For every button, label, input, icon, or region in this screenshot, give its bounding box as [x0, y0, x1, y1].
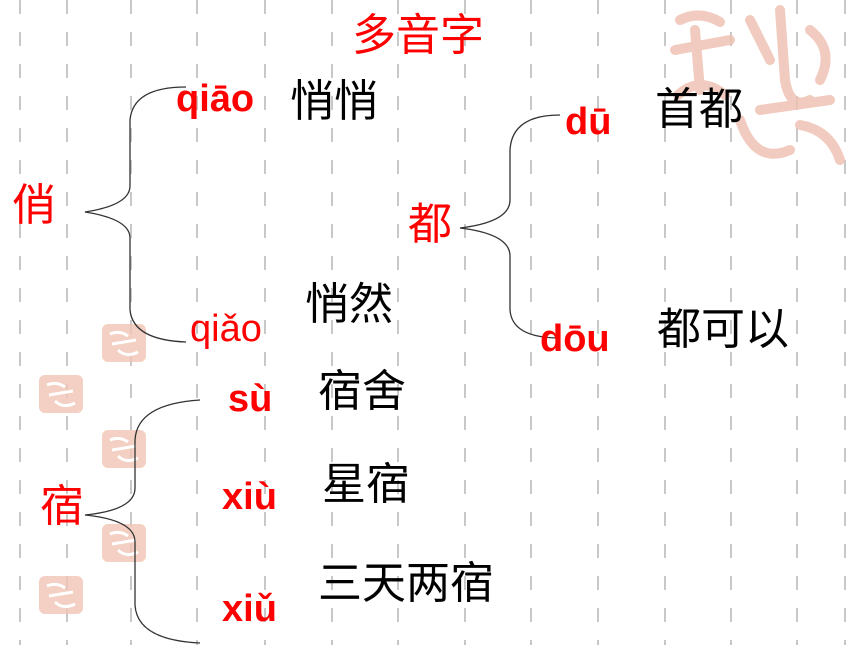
word-su-1: 宿舍 — [318, 366, 406, 417]
pinyin-qiao-2: qiǎo — [190, 308, 262, 350]
word-qiao-2: 悄然 — [305, 279, 393, 330]
pinyin-su-2: xiù — [222, 476, 277, 518]
seal-stamp-icon — [102, 324, 146, 362]
word-du-2: 都可以 — [657, 304, 789, 355]
pinyin-du-2: dōu — [540, 318, 610, 360]
word-du-1: 首都 — [655, 84, 743, 135]
auspicious-seal-watermark — [670, 5, 845, 165]
pinyin-su-3: xiǔ — [222, 588, 277, 630]
pinyin-qiao-1: qiāo — [176, 78, 255, 120]
page-title: 多音字 — [352, 10, 484, 61]
word-qiao-1: 悄悄 — [290, 76, 378, 127]
word-su-3: 三天两宿 — [318, 558, 494, 609]
pinyin-du-1: dū — [565, 101, 612, 143]
main-char-du: 都 — [408, 199, 452, 250]
main-char-su: 宿 — [40, 481, 84, 532]
seal-stamp-icon — [39, 576, 83, 614]
main-char-qiao: 俏 — [12, 180, 56, 231]
word-su-2: 星宿 — [322, 459, 410, 510]
seal-stamp-icon — [39, 375, 83, 413]
brace-du — [459, 114, 561, 339]
brace-su — [84, 399, 201, 644]
brace-qiao — [84, 86, 187, 343]
pinyin-su-1: sù — [228, 378, 273, 420]
